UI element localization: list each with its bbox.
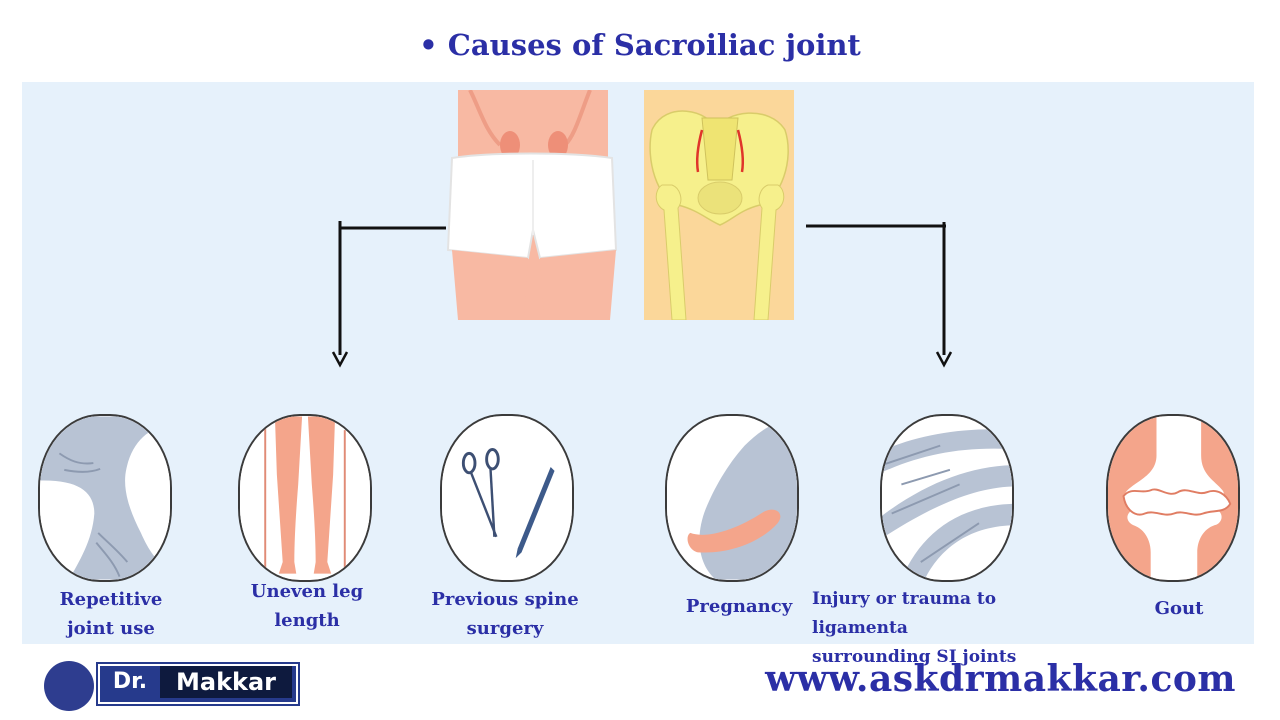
pregnant-belly-icon — [667, 416, 797, 580]
cause-card-gout — [1106, 414, 1240, 582]
cause-card-repetitive-joint-use — [38, 414, 172, 582]
cause-card-ligament-injury — [880, 414, 1014, 582]
cause-card-pregnancy — [665, 414, 799, 582]
gout-joint-icon — [1108, 416, 1238, 580]
cause-card-previous-spine-surgery — [440, 414, 574, 582]
cause-label-pregnancy: Pregnancy — [685, 596, 793, 617]
legs-icon — [240, 416, 370, 580]
cause-card-uneven-leg-length — [238, 414, 372, 582]
cause-label-gout: Gout — [1154, 598, 1204, 619]
brand-logo-dr: Dr. — [112, 669, 148, 694]
brand-logo-name: Makkar — [160, 666, 292, 698]
page-title: • Causes of Sacroiliac joint — [419, 28, 861, 62]
ligament-icon — [882, 416, 1012, 580]
pelvis-illustration — [446, 90, 794, 320]
surgical-tools-icon — [442, 416, 572, 580]
knee-joint-icon — [40, 416, 170, 580]
brand-logo-icon — [44, 661, 94, 711]
diagram-panel — [22, 82, 1254, 644]
website-link[interactable]: www.askdrmakkar.com — [765, 658, 1236, 700]
